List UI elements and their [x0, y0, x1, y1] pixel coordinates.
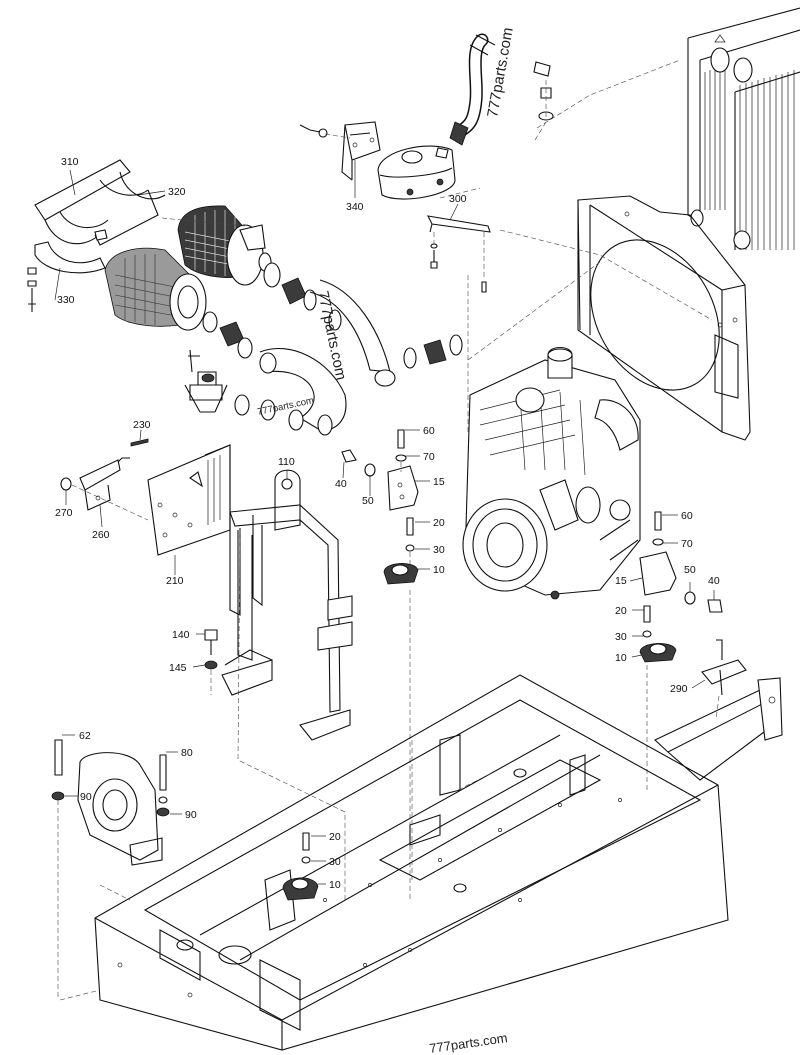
callout-310: 310	[61, 156, 79, 168]
intake-valve	[184, 349, 228, 413]
air-filter-upper	[177, 205, 272, 286]
callout-110: 110	[278, 456, 295, 468]
expansion-tank	[377, 145, 456, 200]
air-filter-lower	[104, 247, 207, 331]
callout-40-left: 40	[335, 478, 347, 490]
callout-50-right: 50	[684, 564, 696, 576]
lifting-stand	[221, 469, 353, 741]
callout-30-right: 30	[615, 631, 627, 643]
callout-290: 290	[670, 683, 688, 695]
callout-210: 210	[166, 575, 184, 587]
panel-bracket	[79, 457, 130, 511]
callout-70-left: 70	[423, 451, 435, 463]
fastener-270	[60, 477, 149, 521]
callout-145: 145	[169, 662, 187, 674]
callout-15-left: 15	[433, 476, 445, 488]
callout-140: 140	[172, 629, 190, 641]
callout-10-frame: 10	[329, 879, 341, 891]
callout-330: 330	[57, 294, 75, 306]
mount-set-right	[639, 511, 723, 790]
bolt-140	[204, 629, 218, 695]
watermark-small: 777parts.com	[256, 395, 315, 418]
watermark-top: 777parts.com	[484, 26, 517, 118]
overflow-hose	[449, 33, 554, 146]
callout-62: 62	[79, 730, 91, 742]
callout-300: 300	[449, 193, 467, 205]
callout-labels: 310 320 330 340 300 230 270 260 210 110 …	[55, 156, 720, 891]
callout-30-frame: 30	[329, 856, 341, 868]
callout-90-left: 90	[80, 791, 92, 803]
mount-set-frame	[282, 832, 319, 901]
tank-support-bar	[427, 215, 491, 293]
callout-10-left: 10	[433, 564, 445, 576]
bracket-290	[701, 639, 747, 721]
callout-10-right: 10	[615, 652, 627, 664]
callout-320: 320	[168, 186, 186, 198]
callout-270: 270	[55, 507, 73, 519]
callout-leaders	[54, 160, 715, 885]
callout-60-right: 60	[681, 510, 693, 522]
callout-230: 230	[133, 419, 151, 431]
callout-20-left: 20	[433, 517, 445, 529]
radiator	[687, 7, 800, 250]
callout-40-right: 40	[708, 575, 720, 587]
watermark-bottom: 777parts.com	[428, 1030, 508, 1055]
callout-340: 340	[346, 201, 364, 213]
assembly-guide-lines	[59, 59, 713, 1001]
watermark-middle: 777parts.com	[314, 289, 350, 381]
intake-couplings-upper	[263, 262, 463, 387]
callout-80: 80	[181, 747, 193, 759]
air-filter-straps	[27, 159, 166, 312]
callout-20-right: 20	[615, 605, 627, 617]
flywheel-housing	[51, 739, 170, 1000]
intake-couplings-lower	[202, 311, 347, 436]
mount-set-left	[341, 429, 419, 900]
callout-50-left: 50	[362, 495, 374, 507]
clip-230	[130, 438, 149, 447]
electrical-panel	[147, 444, 231, 556]
base-frame	[94, 674, 783, 1051]
callout-30-left: 30	[433, 544, 445, 556]
callout-70-right: 70	[681, 538, 693, 550]
tank-bracket	[299, 121, 381, 181]
engine	[462, 346, 641, 600]
callout-260: 260	[92, 529, 110, 541]
callout-60-left: 60	[423, 425, 435, 437]
fan-shroud	[577, 195, 751, 441]
callout-20-frame: 20	[329, 831, 341, 843]
callout-90-right: 90	[185, 809, 197, 821]
callout-15-right: 15	[615, 575, 627, 587]
